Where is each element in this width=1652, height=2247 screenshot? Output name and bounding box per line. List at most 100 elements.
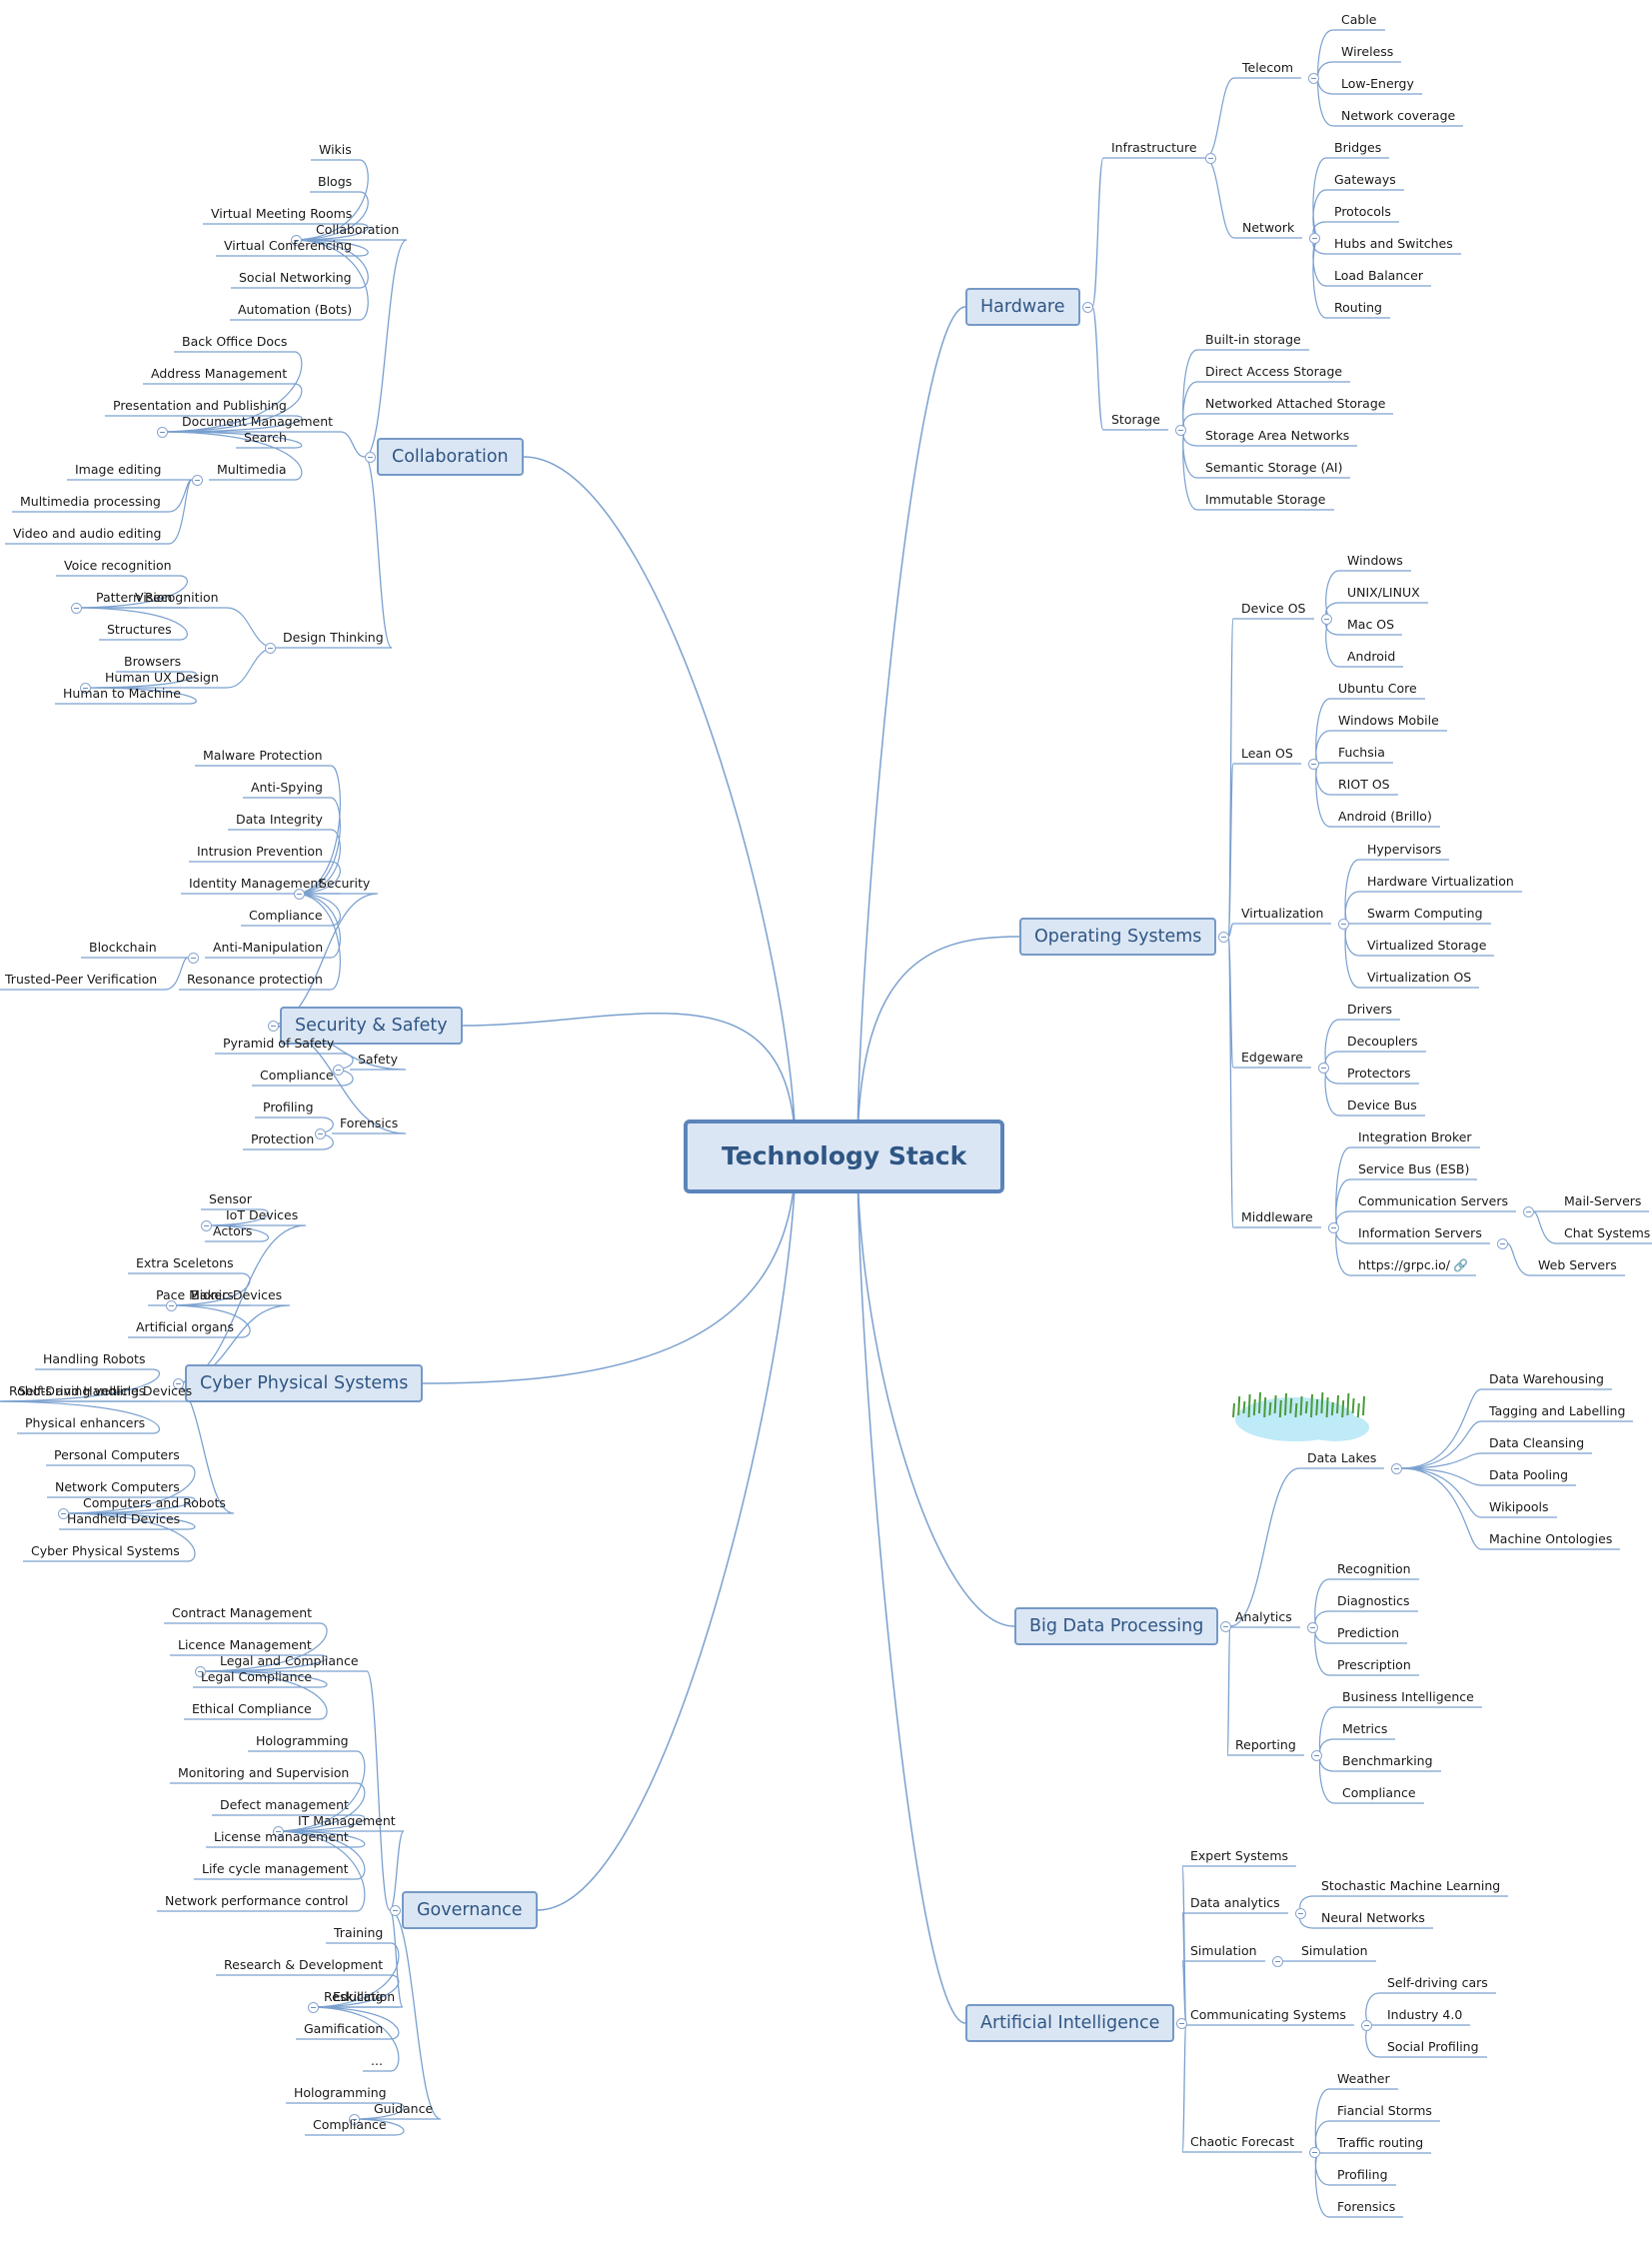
topic-it-management-network-performance-control[interactable]: Network performance control [165,1893,349,1908]
subtopic-human-ux-design-human-to-machine[interactable]: Human to Machine [63,686,181,701]
subtopic-network-routing[interactable]: Routing [1334,300,1382,315]
topic-robots-and-handling-devices-physical-enhancers[interactable]: Physical enhancers [25,1415,146,1430]
topic-security-identity-management[interactable]: Identity Management [189,876,324,891]
topic-analytics[interactable]: Analytics [1235,1609,1292,1624]
subtopic-information-servers-collapse-toggle[interactable] [1497,1238,1508,1249]
topic-edgeware-device-bus[interactable]: Device Bus [1347,1098,1417,1113]
topic-legal-and-compliance[interactable]: Legal and Compliance [220,1653,359,1668]
subtopic-telecom-low-energy[interactable]: Low-Energy [1341,76,1414,91]
subtopic-network-bridges[interactable]: Bridges [1334,140,1382,155]
topic-design-thinking[interactable]: Design Thinking [283,630,384,645]
topic-collaboration-blogs[interactable]: Blogs [318,174,353,189]
topic-virtualization[interactable]: Virtualization [1241,906,1324,921]
topic-chaotic-forecast-forensics[interactable]: Forensics [1337,2199,1396,2214]
topic-education-item[interactable]: ... [371,2053,383,2068]
topic-virtualization-virtualization-os[interactable]: Virtualization OS [1367,970,1472,985]
subtopic-multimedia-video-and-audio-editing[interactable]: Video and audio editing [13,526,162,541]
subtopic-communication-servers-chat-systems[interactable]: Chat Systems [1564,1225,1651,1240]
subtopic-communication-servers-collapse-toggle[interactable] [1523,1206,1534,1217]
subtopic-network-gateways[interactable]: Gateways [1334,172,1396,187]
branch-big-data-processing[interactable]: Big Data Processing [1014,1607,1219,1645]
topic-security-intrusion-prevention[interactable]: Intrusion Prevention [197,844,323,859]
topic-edgeware-collapse-toggle[interactable] [1318,1063,1329,1074]
topic-communicating-systems-collapse-toggle[interactable] [1361,2020,1372,2031]
topic-lean-os-collapse-toggle[interactable] [1308,759,1319,770]
topic-design-thinking-collapse-toggle[interactable] [265,643,276,654]
topic-middleware-communication-servers[interactable]: Communication Servers [1358,1193,1508,1208]
topic-virtualization-collapse-toggle[interactable] [1338,919,1349,930]
topic-it-management-collapse-toggle[interactable] [273,1826,284,1837]
topic-storage-collapse-toggle[interactable] [1175,425,1186,436]
topic-document-management-presentation-and-publishing[interactable]: Presentation and Publishing [113,398,287,413]
topic-legal-and-compliance-ethical-compliance[interactable]: Ethical Compliance [192,1701,312,1716]
topic-data-lakes-data-pooling[interactable]: Data Pooling [1489,1467,1569,1482]
topic-security-malware-protection[interactable]: Malware Protection [203,748,323,763]
topic-storage-immutable-storage[interactable]: Immutable Storage [1205,492,1326,507]
topic-document-management[interactable]: Document Management [182,414,334,429]
topic-bionic-devices-pace-makers[interactable]: Pace Makers [156,1287,234,1302]
topic-reporting-benchmarking[interactable]: Benchmarking [1342,1753,1433,1768]
topic-simulation-collapse-toggle[interactable] [1272,1956,1283,1967]
topic-education-training[interactable]: Training [334,1925,384,1940]
subtopic-human-ux-design-collapse-toggle[interactable] [80,683,91,694]
topic-document-management-multimedia[interactable]: Multimedia [217,462,287,477]
topic-document-management-collapse-toggle[interactable] [157,427,168,438]
topic-collaboration[interactable]: Collaboration [316,222,400,237]
subtopic-pattern-recognition-structures[interactable]: Structures [107,622,172,637]
branch-artificial-intelligence-collapse-toggle[interactable] [1176,2018,1187,2029]
subtopic-network-load-balancer[interactable]: Load Balancer [1334,268,1423,283]
branch-artificial-intelligence[interactable]: Artificial Intelligence [965,2004,1175,2042]
topic-analytics-diagnostics[interactable]: Diagnostics [1337,1593,1410,1608]
topic-guidance-collapse-toggle[interactable] [349,2114,360,2125]
topic-middleware[interactable]: Middleware [1241,1209,1313,1224]
subtopic-telecom-wireless[interactable]: Wireless [1341,44,1394,59]
topic-analytics-collapse-toggle[interactable] [1307,1622,1318,1633]
branch-hardware-collapse-toggle[interactable] [1082,302,1093,313]
topic-middleware-https-grpc-io[interactable]: https://grpc.io/🔗 [1358,1257,1468,1272]
topic-data-lakes-wikipools[interactable]: Wikipools [1489,1499,1549,1514]
topic-reporting[interactable]: Reporting [1235,1737,1296,1752]
topic-edgeware-decouplers[interactable]: Decouplers [1347,1034,1418,1049]
topic-reporting-metrics[interactable]: Metrics [1342,1721,1388,1736]
subtopic-multimedia-multimedia-processing[interactable]: Multimedia processing [20,494,161,509]
topic-storage-semantic-storage-ai[interactable]: Semantic Storage (AI) [1205,460,1343,475]
topic-legal-and-compliance-legal-compliance[interactable]: Legal Compliance [201,1669,313,1684]
topic-data-lakes-machine-ontologies[interactable]: Machine Ontologies [1489,1531,1613,1546]
topic-collaboration-virtual-meeting-rooms[interactable]: Virtual Meeting Rooms [211,206,353,221]
topic-data-analytics-collapse-toggle[interactable] [1295,1908,1306,1919]
topic-chaotic-forecast-weather[interactable]: Weather [1337,2071,1390,2086]
topic-iot-devices-collapse-toggle[interactable] [201,1220,212,1231]
subtopic-network[interactable]: Network [1242,220,1295,235]
topic-robots-and-handling-devices-handling-robots[interactable]: Handling Robots [43,1351,146,1366]
topic-virtualization-hypervisors[interactable]: Hypervisors [1367,842,1442,857]
topic-forensics-collapse-toggle[interactable] [315,1128,326,1139]
topic-communicating-systems[interactable]: Communicating Systems [1190,2007,1346,2022]
topic-education-reskilling[interactable]: Reskilling [324,1989,384,2004]
topic-storage-networked-attached-storage[interactable]: Networked Attached Storage [1205,396,1386,411]
topic-data-analytics-neural-networks[interactable]: Neural Networks [1321,1910,1425,1925]
branch-big-data-processing-collapse-toggle[interactable] [1220,1621,1231,1632]
topic-data-lakes-tagging-and-labelling[interactable]: Tagging and Labelling [1489,1403,1626,1418]
topic-storage-storage-area-networks[interactable]: Storage Area Networks [1205,428,1350,443]
topic-middleware-integration-broker[interactable]: Integration Broker [1358,1129,1472,1144]
topic-data-lakes-data-cleansing[interactable]: Data Cleansing [1489,1435,1585,1450]
topic-security-data-integrity[interactable]: Data Integrity [236,812,323,827]
topic-guidance-hologramming[interactable]: Hologramming [294,2085,387,2100]
topic-bionic-devices-artificial-organs[interactable]: Artificial organs [136,1319,234,1334]
topic-collaboration-collapse-toggle[interactable] [291,235,302,246]
topic-data-lakes-collapse-toggle[interactable] [1391,1463,1402,1474]
topic-it-management-defect-management[interactable]: Defect management [220,1797,349,1812]
topic-device-os-collapse-toggle[interactable] [1321,614,1332,625]
topic-device-os[interactable]: Device OS [1241,601,1306,616]
topic-lean-os-riot-os[interactable]: RIOT OS [1338,777,1390,792]
topic-edgeware-drivers[interactable]: Drivers [1347,1002,1392,1017]
topic-storage-built-in-storage[interactable]: Built-in storage [1205,332,1301,347]
topic-collaboration-wikis[interactable]: Wikis [319,142,352,157]
subtopic-information-servers-web-servers[interactable]: Web Servers [1538,1257,1617,1272]
topic-forensics-profiling[interactable]: Profiling [263,1100,314,1115]
topic-forensics[interactable]: Forensics [340,1116,399,1130]
topic-storage-direct-access-storage[interactable]: Direct Access Storage [1205,364,1343,379]
subtopic-pattern-recognition-collapse-toggle[interactable] [71,603,82,614]
topic-simulation-simulation[interactable]: Simulation [1301,1943,1368,1958]
topic-analytics-prescription[interactable]: Prescription [1337,1657,1411,1672]
